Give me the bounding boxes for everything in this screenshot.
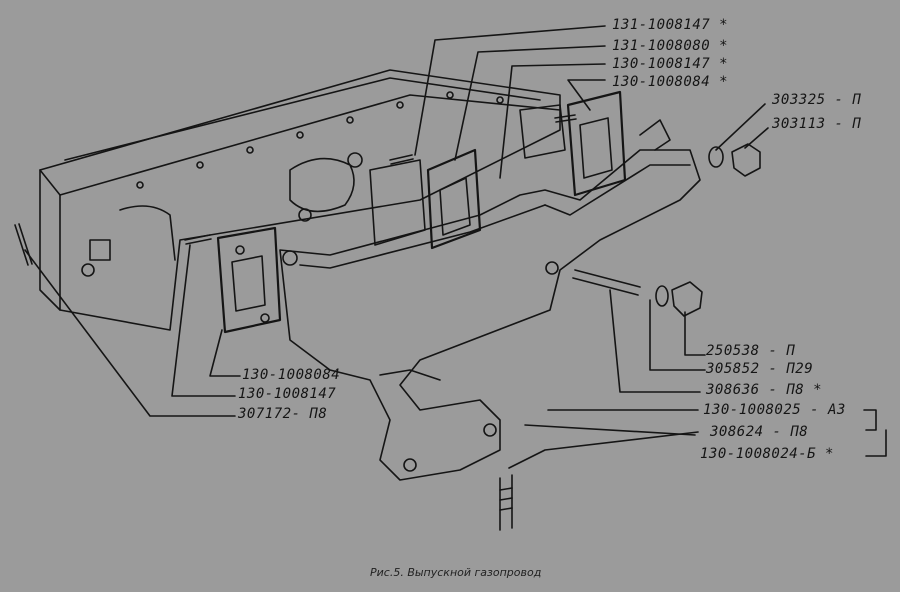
stud-left [184,234,212,245]
gasket-right [566,90,627,197]
callout-131-1008147: 131-1008147 * [612,17,729,33]
stud-bottom [499,474,513,531]
cylinder-head-outline [39,69,561,331]
callout-250538: 250538 - П [706,343,796,359]
nut-top-right [731,143,761,177]
callout-131-1008080: 131-1008080 * [612,38,729,54]
callout-130-1008024: 130-1008024-Б * [700,446,834,462]
callout-308636: 308636 - П8 * [706,382,823,398]
manifold-body [279,149,701,481]
callout-307172: 307172- П8 [238,406,328,422]
gasket-left [216,226,282,334]
callout-305852: 305852 - П29 [706,361,814,377]
callout-303325: 303325 - П [772,92,862,108]
callout-130-1008084-top: 130-1008084 * [612,74,729,90]
callout-130-1008147-top: 130-1008147 * [612,56,729,72]
figure-caption: Рис.5. Выпускной газопровод [370,566,542,579]
nut-right [671,281,703,317]
callout-130-1008147-left: 130-1008147 [238,386,337,402]
callout-130-1008025: 130-1008025 - А3 [703,402,846,418]
callout-308624: 308624 - П8 [710,424,809,440]
callout-130-1008084-left: 130-1008084 [242,367,341,383]
gasket-middle [426,148,482,250]
callout-303113: 303113 - П [772,116,862,132]
